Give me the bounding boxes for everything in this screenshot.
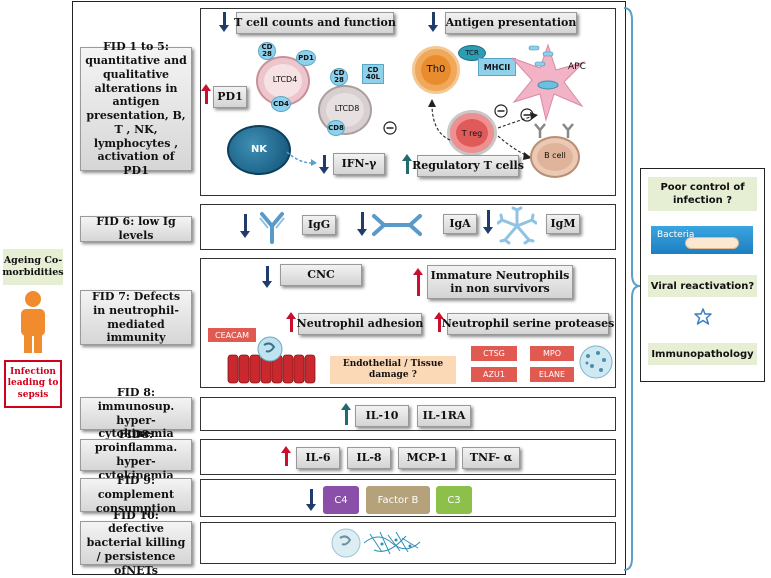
cd4-marker: CD4 (271, 96, 291, 112)
cnc-tag: CNC (280, 264, 362, 286)
up-arrow-il10 (341, 403, 351, 425)
down-arrow-igm (483, 210, 493, 234)
regulatory-tcells-tag: Regulatory T cells (412, 155, 524, 177)
fid-8-proinflamma-label: FID8: proinflamma. hyper-cytokinemia (80, 428, 192, 482)
up-arrow-pd1 (201, 84, 211, 104)
c4-block: C4 (323, 486, 359, 514)
down-arrow-iga (357, 212, 367, 236)
il8-tag: IL-8 (347, 447, 391, 469)
person-icon (21, 291, 45, 353)
fid-1-5-label: FID 1 to 5: quantitative and qualitative… (80, 40, 192, 177)
th0-label: Th0 (426, 64, 446, 75)
bcell-receptors (534, 123, 574, 138)
igg-tag: IgG (302, 215, 336, 235)
iga-antibody-icon (372, 214, 422, 236)
bcell-label: B cell (544, 151, 566, 160)
fid-10-label: FID 10: defective bacterial killing / pe… (80, 509, 192, 577)
ceacam-label: CEACAM (208, 328, 256, 342)
viral-reactivation-label: Viral reactivation? (648, 275, 757, 297)
bacteria-shape (685, 237, 739, 249)
virus-icon (694, 308, 712, 325)
c3-block: C3 (436, 486, 472, 514)
pd1-marker: PD1 (296, 50, 316, 66)
mpo-label: MPO (530, 346, 574, 361)
nets-neutrophil-icon (331, 528, 421, 558)
down-arrow-cnc (262, 266, 272, 288)
ctsg-label: CTSG (471, 346, 517, 361)
ageing-comorbidities-label: Ageing Co-morbidities (2, 249, 64, 285)
antigen-fragments (528, 45, 554, 67)
poor-control-label: Poor control of infection ? (648, 177, 757, 211)
nk-cell: NK (227, 125, 291, 175)
igm-antibody-icon (497, 206, 537, 245)
nk-label: NK (250, 144, 268, 155)
ltcd4-label: LTCD4 (272, 75, 298, 84)
neutrophil-granules-icon (579, 345, 613, 379)
down-arrow-igg (240, 214, 250, 238)
mhcii-marker: MHCII (478, 58, 516, 76)
apc-label: APC (568, 62, 586, 72)
elane-label: ELANE (530, 367, 574, 382)
cd40l-marker: CD 40L (362, 64, 384, 84)
inhibit-symbol-2 (494, 104, 508, 118)
apc-cell (511, 43, 586, 122)
fid-9-label: FID 9: complement consumption (80, 474, 192, 515)
nk-to-ifn-arrow (286, 151, 317, 166)
fid-10-box (200, 522, 616, 564)
b-cell: B cell (530, 136, 580, 178)
neutrophil-proteases-tag: Neutrophil serine proteases (442, 313, 614, 335)
immature-neutrophils-tag: Immature Neutrophils in non survivors (427, 265, 573, 299)
il6-tag: IL-6 (296, 447, 340, 469)
tcr-marker: TCR (458, 45, 486, 61)
pd1-tag: PD1 (213, 86, 247, 108)
igm-tag: IgM (546, 214, 580, 234)
cd8-marker: CD8 (327, 120, 345, 136)
up-arrow-adhesion (286, 312, 296, 332)
factor-b-block: Factor B (366, 486, 430, 514)
azu1-label: AZU1 (471, 367, 517, 382)
immunopathology-label: Immunopathology (648, 343, 757, 365)
up-arrow-proteases (434, 312, 444, 332)
treg-label: T reg (461, 129, 483, 138)
ifn-gamma-tag: IFN-γ (333, 153, 385, 175)
up-arrow-immature (413, 268, 423, 296)
bacteria-box: Bacteria (651, 226, 753, 254)
fid-6-label: FID 6: low Ig levels (80, 215, 192, 242)
endothelial-damage-label: Endothelial / Tissue damage ? (330, 356, 456, 384)
neutrophil-adhesion-tag: Neutrophil adhesion (297, 313, 423, 335)
up-arrow-treg (402, 154, 412, 174)
treg-dashed-arrows (428, 99, 538, 160)
cd28-marker-b: CD 28 (330, 68, 348, 86)
endothelium-neutrophil (227, 336, 316, 384)
up-arrow-il6 (281, 446, 291, 466)
ltcd8-label: LTCD8 (334, 104, 360, 113)
down-arrow-complement (306, 489, 316, 511)
cd28-marker-a: CD 28 (258, 42, 276, 60)
mcp1-tag: MCP-1 (398, 447, 456, 469)
bacteria-label: Bacteria (657, 230, 695, 240)
inhibit-symbol-1 (383, 121, 397, 135)
tcell-counts-tag: T cell counts and function (234, 12, 396, 34)
th0-cell: Th0 (412, 46, 460, 94)
il10-tag: IL-10 (355, 405, 409, 427)
infection-sepsis-label: Infection leading to sepsis (4, 360, 62, 408)
down-arrow-ifn (319, 155, 329, 174)
down-arrow-antigen (428, 12, 438, 32)
tnf-tag: TNF- α (462, 447, 520, 469)
down-arrow-tcell (219, 12, 229, 32)
igg-antibody-icon (259, 212, 285, 244)
treg-cell: T reg (447, 110, 497, 156)
iga-tag: IgA (443, 214, 477, 234)
fid-8-immunosup-label: FID 8: immunosup. hyper-cytokinemia (80, 386, 192, 440)
il1ra-tag: IL-1RA (417, 405, 471, 427)
antigen-presentation-tag: Antigen presentation (445, 12, 577, 34)
fid-7-label: FID 7: Defects in neutrophil-mediated im… (80, 290, 192, 345)
